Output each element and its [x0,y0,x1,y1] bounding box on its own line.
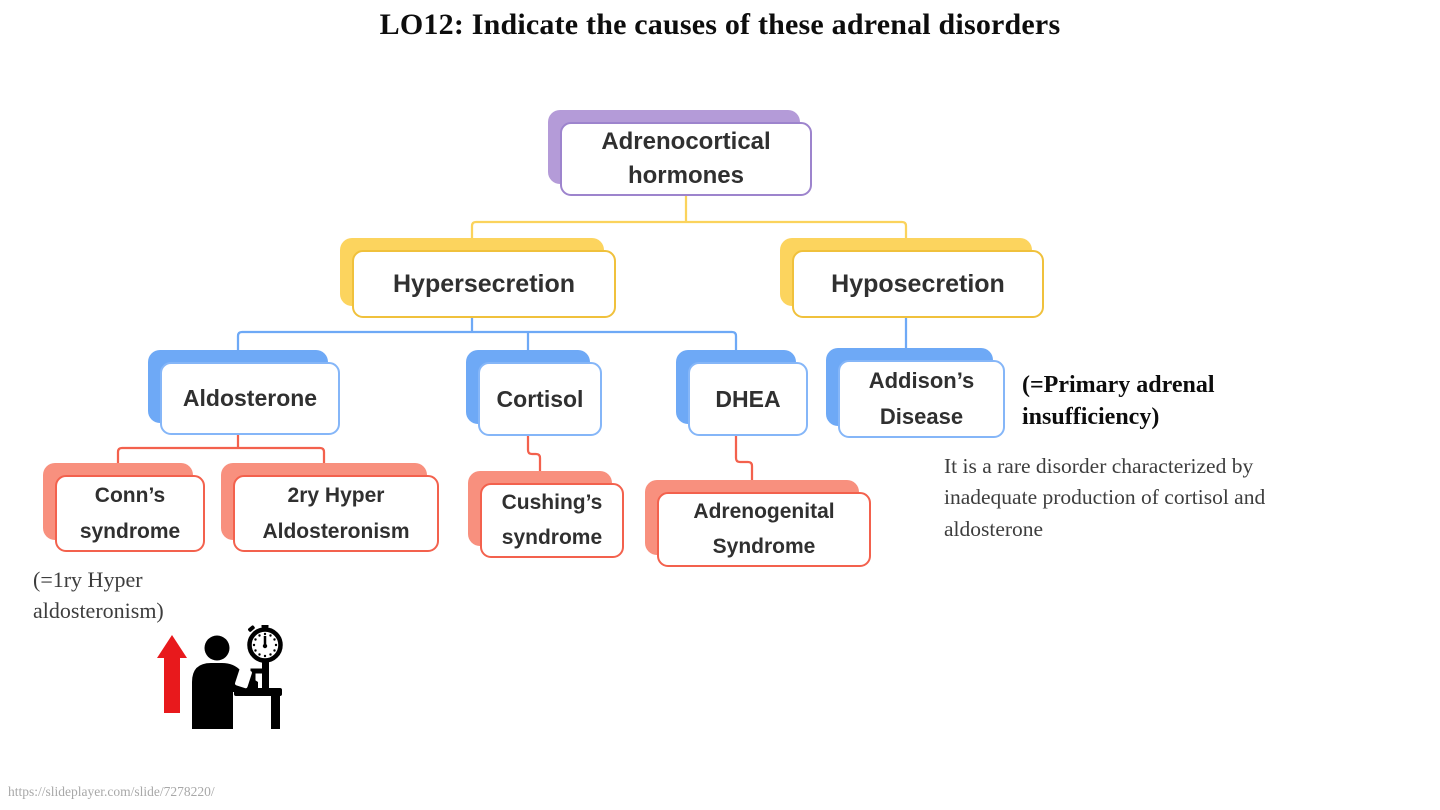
source-url: https://slideplayer.com/slide/7278220/ [8,784,215,799]
node-front: Adrenogenital Syndrome [657,492,871,567]
node-front: Aldosterone [160,362,340,435]
node-dhea: DHEA [676,350,808,436]
node-label: Aldosterone [182,385,318,411]
node-front: DHEA [688,362,808,436]
hyperaldosteronism-note: (=1ry Hyper aldosteronism) [33,567,164,624]
primary-adrenal-note: (=Primary adrenal insufficiency) [1022,372,1215,430]
node-front: 2ry Hyper Aldosteronism [233,475,439,552]
node-label: Adrenogenital Syndrome [693,499,835,558]
node-label: DHEA [715,385,781,412]
slide-title: LO12: Indicate the causes of these adren… [379,8,1061,41]
person-gauge-icon [192,625,283,729]
up-arrow-icon [157,635,187,713]
node-front: Conn’s syndrome [55,475,205,552]
node-cushings-syndrome: Cushing’s syndrome [468,471,624,558]
node-aldosterone: Aldosterone [148,350,340,435]
node-hypersecretion: Hypersecretion [340,238,616,318]
node-adrenocortical-hormones: Adrenocortical hormones [548,110,812,196]
node-label: Addison’s Disease [868,367,975,429]
node-front: Addison’s Disease [838,360,1005,438]
node-front: Hyposecretion [792,250,1044,318]
addison-description: It is a rare disorder characterized by i… [944,454,1266,541]
node-front: Cushing’s syndrome [480,483,624,558]
connector-hypersecretion-branch [236,330,738,350]
node-secondary-hyperaldosteronism: 2ry Hyper Aldosteronism [221,463,439,552]
node-hyposecretion: Hyposecretion [780,238,1044,318]
node-label: Hypersecretion [392,269,576,298]
node-label: Cortisol [496,385,584,412]
node-label: Cushing’s syndrome [501,490,603,549]
node-cortisol: Cortisol [466,350,602,436]
node-conns-syndrome: Conn’s syndrome [43,463,205,552]
connector-aldosterone-branch [116,446,326,463]
node-label: 2ry Hyper Aldosteronism [262,483,410,543]
node-front: Hypersecretion [352,250,616,318]
node-adrenogenital-syndrome: Adrenogenital Syndrome [645,480,871,567]
gauge-ticks [252,632,278,658]
connector-cortisol-cushings [526,436,542,471]
node-addisons-disease: Addison’s Disease [826,348,1005,438]
node-label: Adrenocortical hormones [601,128,771,189]
node-front: Cortisol [478,362,602,436]
blood-pressure-icon [157,625,283,729]
node-label: Hyposecretion [831,269,1005,298]
connector-dhea-adrenogenital [734,436,754,480]
node-front: Adrenocortical hormones [560,122,812,196]
connector-root-branch [470,220,908,238]
node-label: Conn’s syndrome [79,483,181,543]
